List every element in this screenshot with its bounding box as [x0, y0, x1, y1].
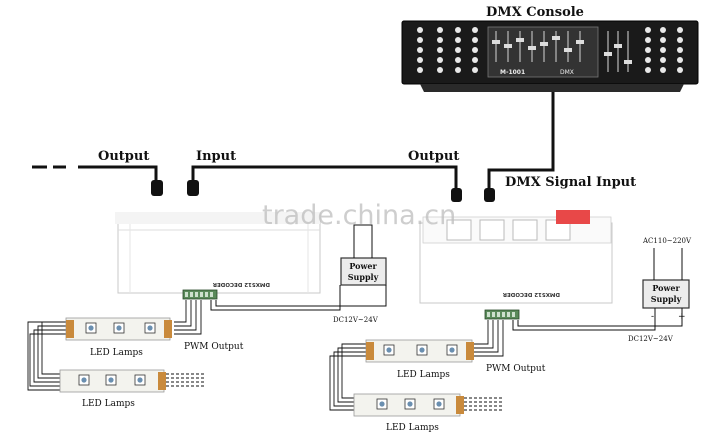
dmx-console-label: DMX Console: [486, 5, 584, 20]
console-master-faders: [607, 31, 629, 72]
led-wires-right-continue: [464, 397, 504, 411]
led-lamps-label-3: LED Lamps: [397, 370, 450, 380]
decoder-left-label: DMX512 DECODER: [212, 281, 270, 287]
power-supply-right-line2: Supply: [651, 294, 682, 304]
console-model-label: M-1001: [500, 69, 525, 76]
xlr-right-input: [484, 188, 495, 202]
decoder-right-led-display: [556, 210, 590, 224]
console-fader-knobs: [492, 36, 584, 52]
minus-label: -: [651, 312, 654, 322]
power-supply-right: Power Supply: [642, 279, 690, 309]
led-lamps-label-2: LED Lamps: [82, 399, 135, 409]
pwm-output-label-right: PWM Output: [486, 364, 546, 374]
led-strip-3: [365, 339, 474, 363]
plus-label: +: [678, 312, 686, 322]
xlr-right-output: [451, 188, 462, 202]
power-supply-right-box: [642, 279, 690, 309]
power-supply-left-line1: Power: [349, 261, 377, 271]
console-base: [420, 84, 684, 92]
xlr-connectors: [151, 180, 495, 202]
pwm-output-label-left: PWM Output: [184, 342, 244, 352]
console-dmx-label: DMX: [560, 69, 574, 76]
power-supply-left-box: [340, 257, 387, 286]
cable-left-output: [78, 165, 158, 182]
cable-chain: [191, 165, 458, 190]
led-wires-left: [27, 300, 202, 391]
power-supply-left: Power Supply: [340, 257, 387, 286]
dmx-signal-input-label: DMX Signal Input: [505, 175, 636, 190]
dc-label-left: DC12V~24V: [333, 316, 379, 324]
power-wires-right: [512, 248, 683, 331]
input-label-left: Input: [196, 149, 236, 164]
power-supply-left-line2: Supply: [348, 272, 379, 282]
decoder-left: DMX512 DECODER: [115, 212, 321, 294]
led-lamps-label-1: LED Lamps: [90, 348, 143, 358]
decoder-right: DMX512 DECODER: [419, 210, 613, 304]
dmx-console: M-1001 DMX: [401, 20, 699, 92]
ac-label-right: AC110~220V: [642, 237, 692, 245]
led-wires-left-continue: [166, 373, 206, 387]
led-wires-right: [329, 320, 504, 411]
cable-console-to-decoder: [487, 92, 555, 190]
output-label-left: Output: [98, 149, 149, 164]
dc-label-right: DC12V~24V: [628, 335, 674, 343]
power-supply-right-line1: Power: [652, 283, 680, 293]
decoder-left-body: [117, 212, 321, 294]
power-wires-left: [210, 224, 387, 311]
xlr-left-input: [187, 180, 199, 196]
console-buttons-right: [645, 27, 683, 73]
led-strip-2: [59, 369, 166, 393]
xlr-left-output: [151, 180, 163, 196]
console-buttons-left: [417, 27, 478, 73]
led-strip-1: [65, 317, 172, 341]
dmx-cables: [32, 92, 555, 190]
terminal-left: [182, 289, 218, 300]
led-strip-4: [353, 393, 464, 417]
decoder-right-label: DMX512 DECODER: [502, 291, 560, 297]
led-lamps-label-4: LED Lamps: [386, 423, 439, 433]
output-label-right: Output: [408, 149, 459, 164]
watermark: trade.china.cn: [262, 200, 456, 231]
terminal-right: [484, 309, 520, 320]
